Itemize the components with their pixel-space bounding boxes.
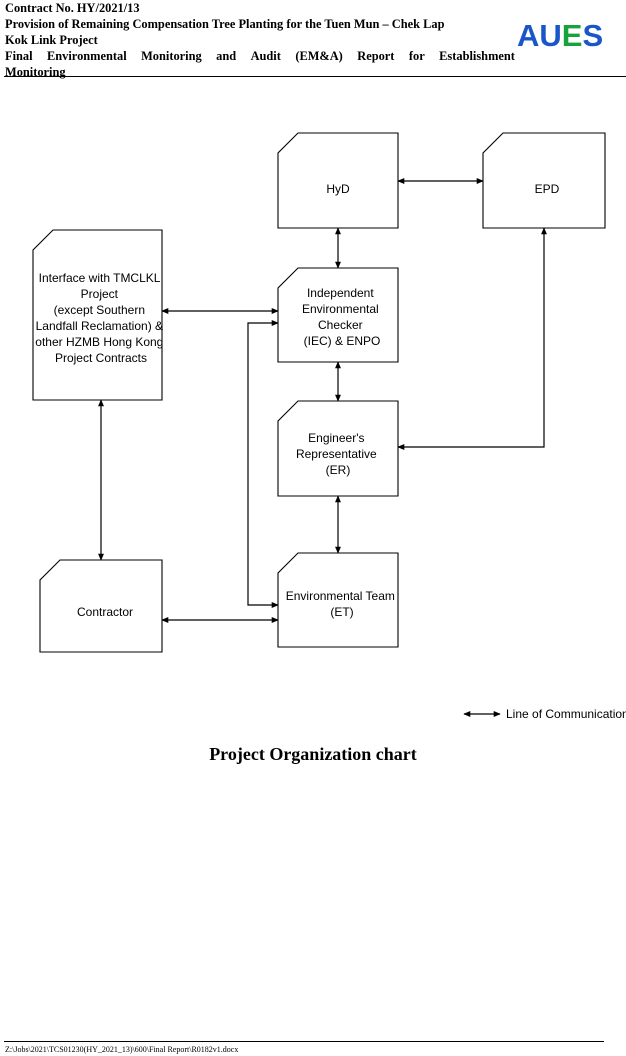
header-report-line-2: Monitoring [5, 65, 66, 79]
footer-file-path: Z:\Jobs\2021\TCS01230(HY_2021_13)\600\Fi… [5, 1045, 239, 1054]
logo-letter: A [517, 18, 540, 53]
et-box [277, 552, 399, 648]
header-word: (EM&A) [295, 49, 343, 63]
contractor-box [39, 559, 163, 653]
header-word: for [408, 49, 425, 63]
organization-diagram: HyD EPD Interface with TMCLKL Project (e… [32, 132, 626, 721]
header-divider [4, 76, 626, 77]
epd-box [482, 132, 606, 229]
iec-label: Independent Environmental Checker (IEC) … [302, 286, 382, 348]
epd-label: EPD [535, 182, 560, 196]
chart-title: Project Organization chart [209, 744, 417, 764]
header-project-line-2: Kok Link Project [5, 33, 98, 47]
legend-label: Line of Communication [506, 707, 626, 721]
header-project-line-1: Provision of Remaining Compensation Tree… [5, 17, 445, 31]
header-word: and [216, 49, 237, 63]
logo-letter: S [582, 18, 604, 53]
header-word: Establishment [439, 49, 515, 63]
header-report-line: Final Environmental Monitoring and Audit… [5, 48, 515, 64]
interface-box [32, 229, 163, 401]
contractor-label: Contractor [77, 605, 133, 619]
aues-logo: AUES [517, 16, 603, 56]
header-word: Audit [250, 49, 281, 63]
header-word: Monitoring [141, 49, 202, 63]
logo-letter: E [561, 18, 583, 53]
header-word: Environmental [47, 49, 127, 63]
connector-et-iec [247, 320, 279, 608]
footer-divider [4, 1041, 604, 1042]
logo-letter: U [539, 18, 562, 53]
et-label: Environmental Team (ET) [286, 589, 399, 619]
header-word: Report [357, 49, 395, 63]
connector-er-epd [397, 227, 547, 450]
hyd-box [277, 132, 399, 229]
header-contract-no: Contract No. HY/2021/13 [5, 1, 140, 15]
hyd-label: HyD [326, 182, 350, 196]
header-word: Final [5, 49, 33, 63]
er-label: Engineer's Representative (ER) [296, 431, 380, 477]
document-header: Contract No. HY/2021/13 Provision of Rem… [5, 0, 515, 80]
interface-label: Interface with TMCLKL Project (except So… [35, 271, 166, 365]
